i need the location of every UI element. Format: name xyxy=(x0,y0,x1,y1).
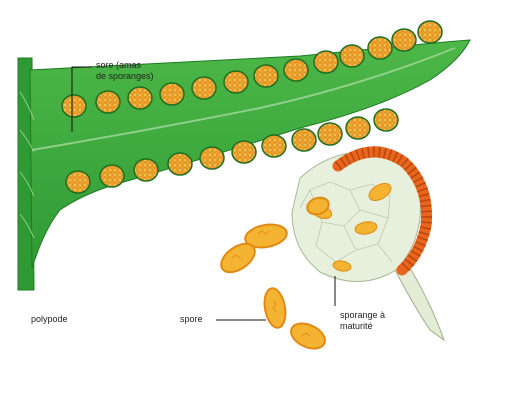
sorus-upper-4 xyxy=(159,82,185,106)
mature-sporangium xyxy=(291,146,445,342)
label-sore-line1: sore (amas xyxy=(96,60,142,70)
sore-pointer xyxy=(71,66,92,132)
label-sporange-line2: maturité xyxy=(340,321,373,331)
sorus-upper-12 xyxy=(391,28,417,52)
sorus-upper-8 xyxy=(283,58,309,82)
sorus-upper-11 xyxy=(367,36,393,60)
released-spores xyxy=(220,196,330,350)
sori-row-upper xyxy=(61,20,443,118)
sorus-upper-9 xyxy=(313,50,339,74)
sorus-lower-11 xyxy=(373,108,399,132)
sorus-lower-5 xyxy=(199,146,225,170)
rachis-veins xyxy=(19,91,35,239)
sorus-upper-3 xyxy=(127,86,153,110)
sorus-lower-6 xyxy=(231,140,257,164)
sorus-lower-8 xyxy=(291,128,317,152)
label-pointers xyxy=(71,66,336,321)
label-plant-name: polypode xyxy=(31,314,68,324)
sorus-lower-2 xyxy=(99,164,125,188)
sorus-lower-9 xyxy=(317,122,343,146)
spore-2 xyxy=(220,242,256,274)
sorus-lower-10 xyxy=(345,116,371,140)
sorus-upper-2 xyxy=(95,90,121,114)
sorus-lower-1 xyxy=(65,170,91,194)
label-sporange-line1: sporange à xyxy=(340,310,386,320)
sorus-upper-6 xyxy=(223,70,249,94)
sorus-upper-10 xyxy=(339,44,365,68)
sorus-upper-1 xyxy=(61,94,87,118)
spore-5 xyxy=(306,196,330,216)
spore-4 xyxy=(290,322,326,350)
spore-3 xyxy=(263,287,287,329)
sorus-upper-7 xyxy=(253,64,279,88)
sorus-lower-7 xyxy=(261,134,287,158)
sori-row-lower xyxy=(65,108,399,194)
label-spore: spore xyxy=(180,314,203,324)
sorus-lower-4 xyxy=(167,152,193,176)
label-sore-line2: de sporanges) xyxy=(96,71,154,81)
midrib xyxy=(31,47,456,151)
sorus-upper-5 xyxy=(191,76,217,100)
spore-1 xyxy=(244,223,288,249)
sorus-lower-3 xyxy=(133,158,159,182)
sorus-upper-13 xyxy=(417,20,443,44)
